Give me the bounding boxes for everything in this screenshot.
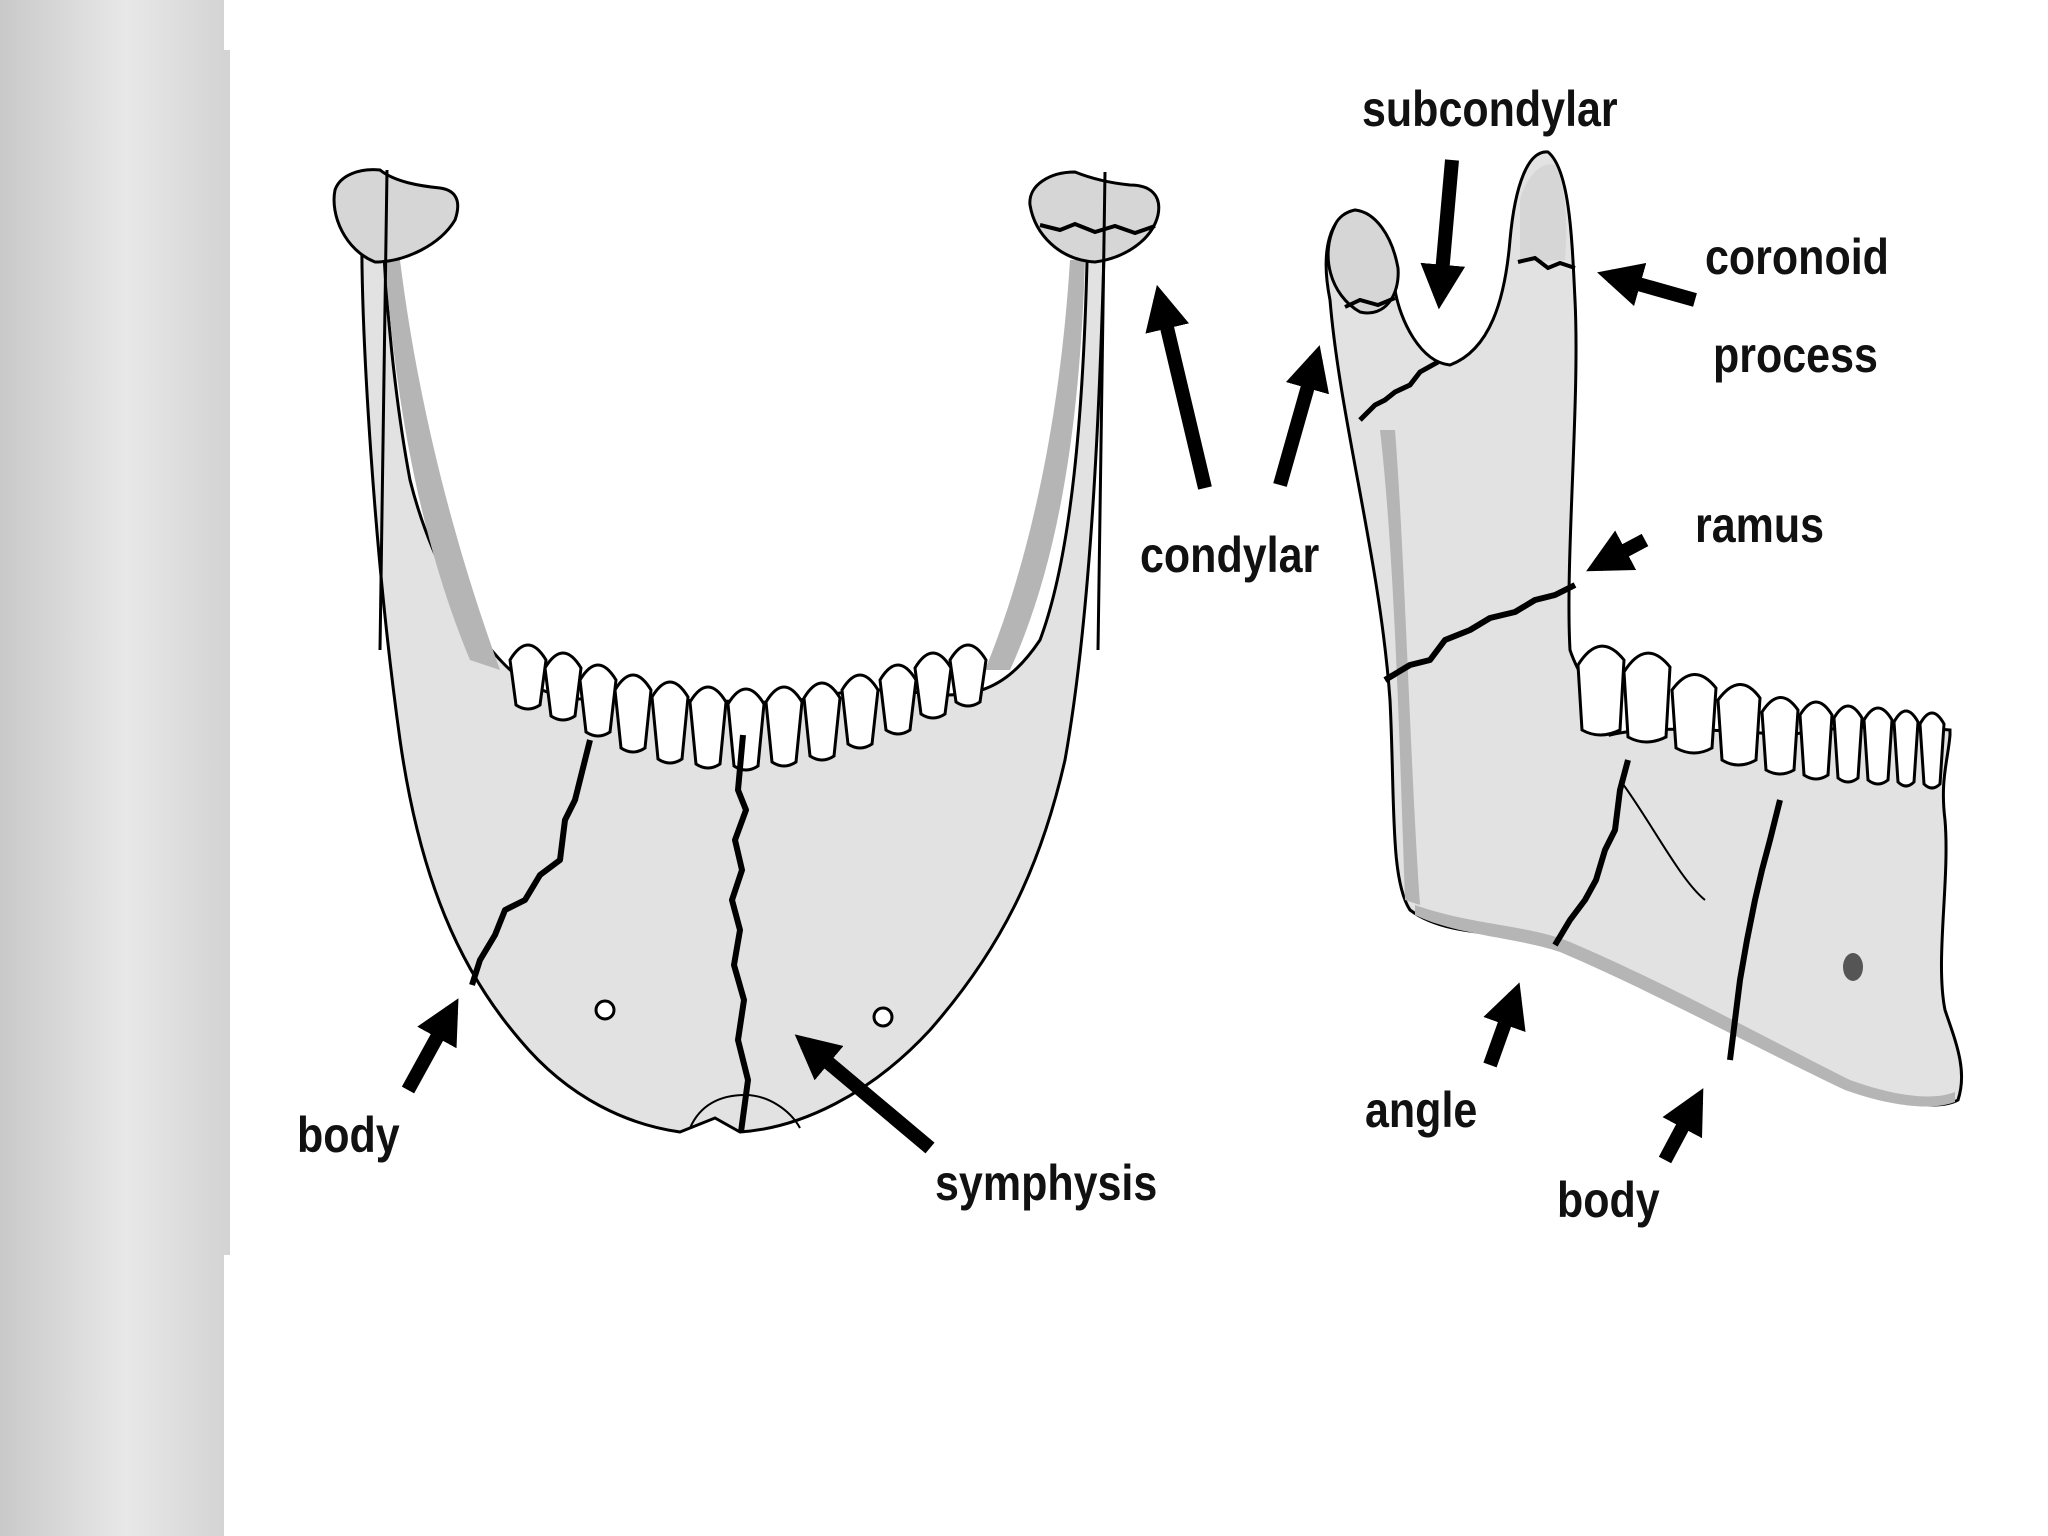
label-ramus: ramus [1695,497,1825,553]
ramus-shadow [1380,430,1420,905]
arrow-angle [1483,982,1526,1068]
mandible-inner-shadow [985,260,1085,670]
mandible-front-bone [360,210,1107,1134]
label-symphysis: symphysis [935,1155,1158,1211]
label-body-side: body [1557,1172,1660,1228]
arrow-condylar-front [1145,284,1212,490]
condyle-head-side [1326,208,1400,315]
mandible-front-view [332,168,1161,1134]
mental-foramen-left [594,999,616,1021]
fracture-condylar-neck [1358,359,1440,422]
mandible-side-view [1324,150,1963,1107]
canal-line [1619,779,1706,901]
fracture-angle [1552,759,1631,947]
inferior-border-shadow [1415,905,1955,1107]
side-panel-notch [224,1255,230,1536]
label-body-front: body [297,1107,400,1163]
label-process: process [1713,327,1878,383]
mental-foramen-right [872,1006,894,1028]
label-coronoid: coronoid [1705,229,1889,285]
condyle-head-right [1028,170,1161,264]
fracture-ramus [1383,582,1577,683]
condyle-head-left [332,168,460,264]
fracture-symphysis [729,734,751,1133]
side-teeth [1576,644,1946,790]
arrow-body-side [1658,1088,1704,1164]
arrow-symphysis [794,1034,935,1154]
fracture-condyle-right [1039,221,1156,236]
arrow-body-front [401,998,459,1094]
label-condylar: condylar [1140,527,1320,583]
mandible-inner-shadow [385,260,500,670]
ramus-edge-right [1096,171,1107,651]
label-angle: angle [1365,1082,1478,1138]
ramus-edge-left [378,169,389,651]
front-teeth [508,643,988,772]
side-panel-notch [224,0,230,50]
fracture-subcondylar [1344,296,1396,309]
fracture-body-side [1727,799,1783,1061]
side-panel [0,0,230,1536]
mental-foramen-side [1843,953,1863,981]
fracture-body-left [469,739,593,986]
label-subcondylar: subcondylar [1362,81,1618,137]
arrow-subcondylar [1420,159,1466,310]
arrow-ramus [1586,530,1649,572]
arrow-condylar-side [1273,345,1329,487]
fracture-coronoid [1517,255,1576,271]
coronoid-shading [1520,164,1567,262]
arrows [401,159,1704,1164]
arrow-coronoid [1597,262,1697,307]
mandible-side-bone [1324,150,1963,1107]
